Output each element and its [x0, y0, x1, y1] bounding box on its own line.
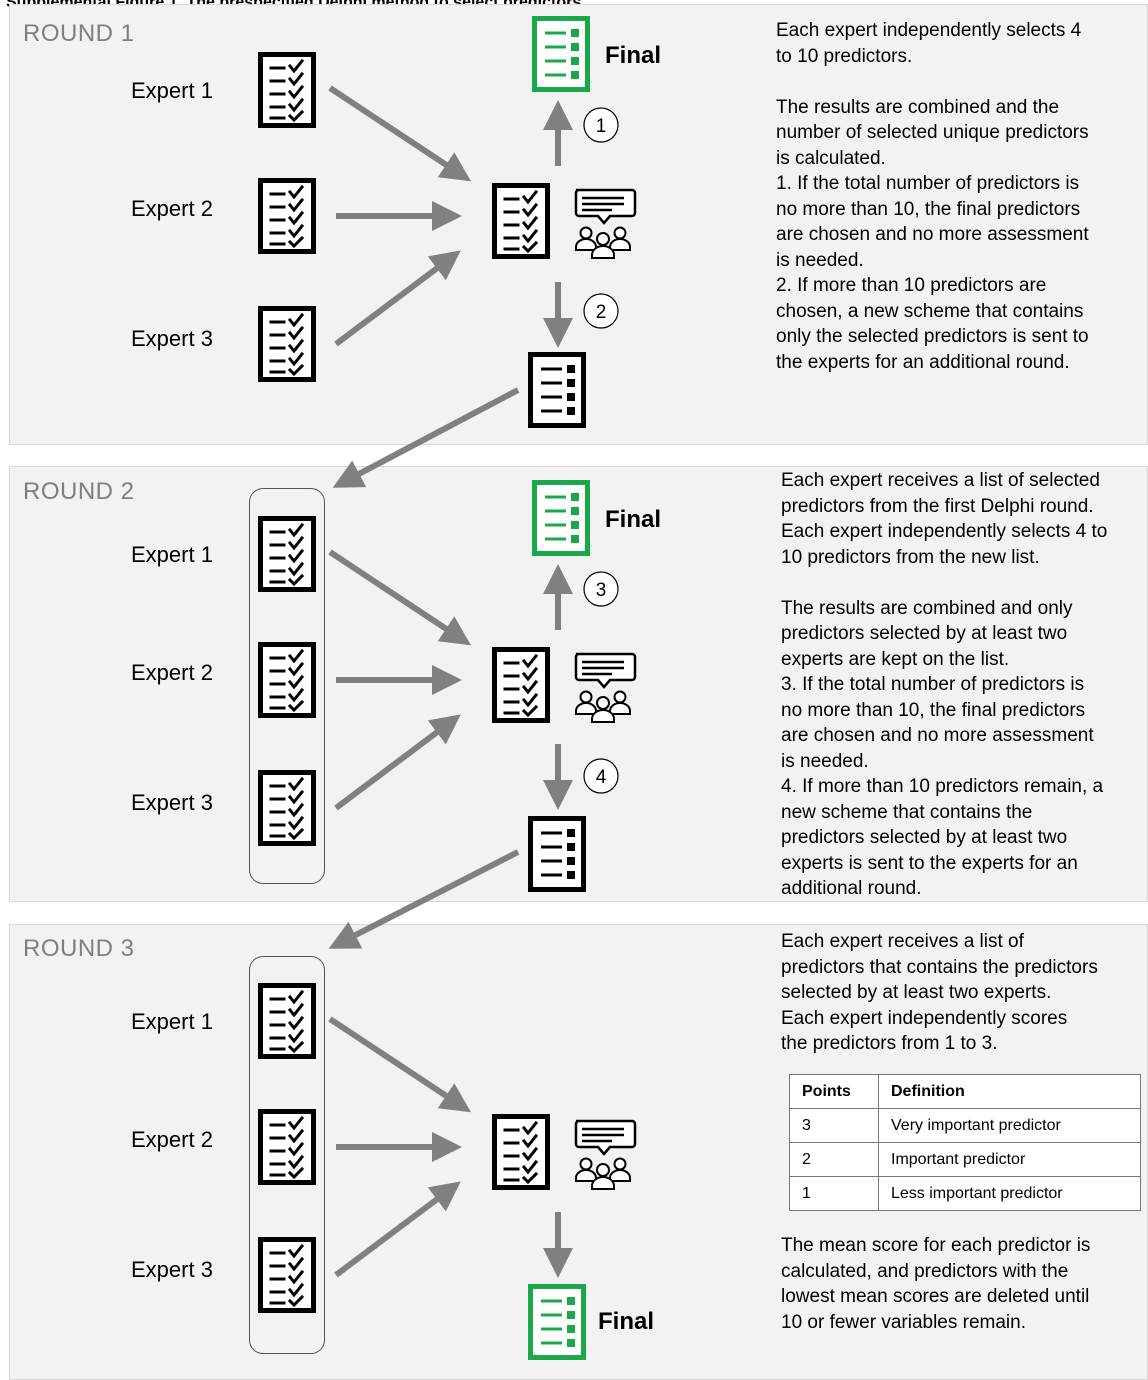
- round-2-discussion-group-icon: [574, 652, 637, 724]
- round-3-discussion-group-icon: [574, 1119, 637, 1191]
- round-3-expert-3-checklist-icon: [261, 1240, 314, 1311]
- round-2-final-label: Final: [605, 506, 662, 533]
- step-3-badge: 3: [583, 571, 619, 607]
- round-1-combined-checklist-icon: [495, 186, 548, 257]
- points-header: Points: [789, 1074, 879, 1109]
- arrow-expert-1-to-combined: [328, 1016, 472, 1113]
- round-1-expert-1-checklist-icon: [261, 55, 314, 126]
- arrow-expert-3-to-combined: [334, 250, 461, 347]
- round-1-expert-3-checklist-icon: [261, 309, 314, 380]
- round-2-expert-group: [249, 488, 325, 884]
- round-3-expert-1-checklist-icon: [261, 986, 314, 1057]
- round-1-arrows: [328, 85, 573, 488]
- round-3-expert-2-checklist-icon: [261, 1112, 314, 1183]
- round-3-expert-group: [249, 956, 325, 1354]
- round-2-expert-3-label: Expert 3: [131, 790, 213, 815]
- definition-cell: Less important predictor: [878, 1176, 1141, 1211]
- round-2-expert-2-label: Expert 2: [131, 660, 213, 685]
- table-row: 1 Less important predictor: [789, 1176, 1141, 1211]
- svg-text:4: 4: [596, 767, 607, 788]
- round-2-label: ROUND 2: [23, 478, 135, 505]
- round-1-description: Each expert independently selects 4 to 1…: [776, 20, 1089, 373]
- svg-text:1: 1: [596, 116, 607, 137]
- round-2-arrows: [328, 549, 573, 949]
- round-2-expert-1-label: Expert 1: [131, 542, 213, 567]
- round-3-label: ROUND 3: [23, 935, 135, 962]
- round-1-final-list-icon: [535, 19, 588, 90]
- round-1-expert-3-label: Expert 3: [131, 326, 213, 351]
- round-3-final-list-icon: [531, 1287, 584, 1358]
- round-2-expert-2-checklist-icon: [261, 645, 314, 716]
- round-3-expert-3-label: Expert 3: [131, 1257, 213, 1282]
- points-cell: 1: [789, 1176, 879, 1211]
- round-1-expert-2-label: Expert 2: [131, 196, 213, 221]
- round-1-numbered-list-icon: [531, 355, 584, 426]
- round-2-combined-checklist-icon: [495, 650, 548, 721]
- round-3-combined-checklist-icon: [495, 1117, 548, 1188]
- round-1-label: ROUND 1: [23, 20, 135, 47]
- round-2-numbered-list-icon: [531, 819, 584, 890]
- round-3-arrows: [328, 1016, 573, 1278]
- round-3-description: Each expert receives a list of predictor…: [781, 931, 1098, 1054]
- definition-header: Definition: [878, 1074, 1141, 1109]
- round-3-description-after: The mean score for each predictor is cal…: [781, 1235, 1091, 1333]
- round-2-final-list-icon: [535, 483, 588, 554]
- table-row: 2 Important predictor: [789, 1142, 1141, 1177]
- round-3-final-label: Final: [598, 1308, 655, 1335]
- step-4-badge: 4: [583, 758, 619, 794]
- points-table: Points Definition 3 Very important predi…: [789, 1074, 1141, 1211]
- round-2-description: Each expert receives a list of selected …: [781, 470, 1108, 899]
- definition-cell: Important predictor: [878, 1142, 1141, 1177]
- arrow-expert-3-to-combined: [334, 1181, 461, 1278]
- round-1-expert-1-label: Expert 1: [131, 78, 213, 103]
- arrow-expert-3-to-combined: [334, 714, 461, 811]
- round-3-expert-2-label: Expert 2: [131, 1127, 213, 1152]
- step-2-badge: 2: [583, 293, 619, 329]
- round-2-expert-3-checklist-icon: [261, 773, 314, 844]
- arrow-scheme-to-round-2: [332, 387, 520, 488]
- svg-text:2: 2: [596, 302, 607, 323]
- step-1-badge: 1: [583, 107, 619, 143]
- round-3-expert-1-label: Expert 1: [131, 1009, 213, 1034]
- round-1-final-label: Final: [605, 42, 662, 69]
- arrow-expert-1-to-combined: [328, 549, 472, 646]
- svg-text:3: 3: [596, 580, 607, 601]
- arrow-expert-1-to-combined: [328, 85, 472, 182]
- round-1-discussion-group-icon: [574, 188, 637, 260]
- arrow-scheme-to-round-3: [328, 849, 520, 949]
- round-2-expert-1-checklist-icon: [261, 519, 314, 590]
- round-1-expert-2-checklist-icon: [261, 181, 314, 252]
- points-table-header-row: Points Definition: [789, 1074, 1141, 1109]
